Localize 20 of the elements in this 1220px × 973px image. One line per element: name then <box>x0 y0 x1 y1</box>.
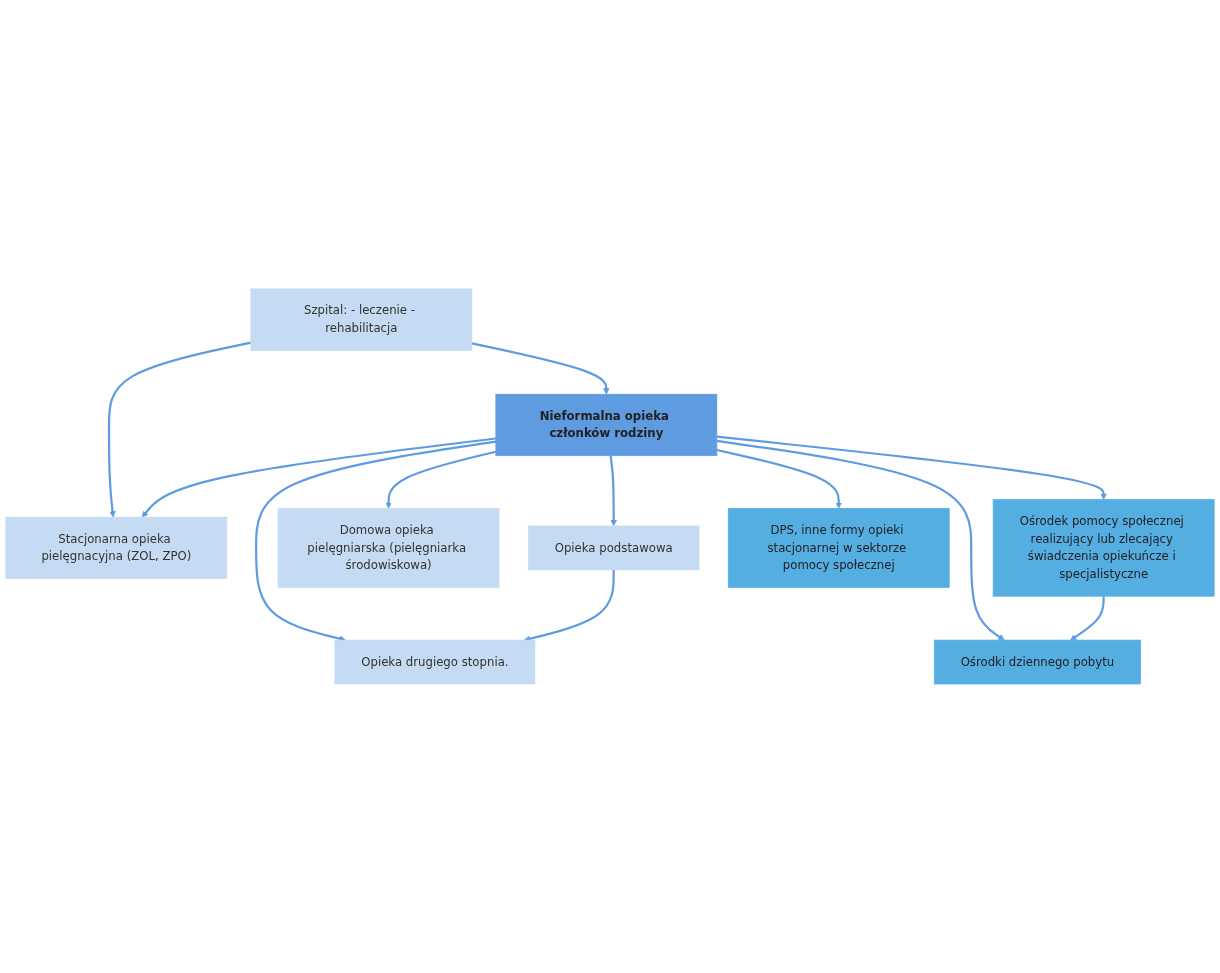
node-box: Opieka podstawowa <box>527 525 700 571</box>
arrow <box>471 342 610 395</box>
arrow <box>716 435 1107 500</box>
node-box: Ośrodki dziennego pobytu <box>933 639 1141 685</box>
arrow <box>107 341 252 518</box>
node-box: Domowa opieka pielęgniarska (pielęgniarka środowiskowa) <box>277 508 500 588</box>
arrow <box>1070 596 1105 641</box>
node-box: Szpital: - leczenie - rehabilitacja <box>250 288 473 351</box>
arrow <box>716 439 1005 641</box>
node-box: Ośrodek pomocy społecznej realizujący lub zlecający świadczenia opiekuńcze i specjalistyczne <box>992 499 1215 597</box>
node-box: Opieka drugiego stopnia. <box>334 639 536 685</box>
node-box: Nieformalna opieka członków rodziny <box>495 393 718 457</box>
arrow <box>385 450 497 509</box>
node-box: Stacjonarna opieka pielęgnacyjna (ZOL, ZPO) <box>5 516 228 580</box>
arrow <box>716 449 842 509</box>
arrow <box>141 437 496 518</box>
node-box: DPS, inne formy opieki stacjonarnej w sektorze pomocy społecznej <box>727 508 950 588</box>
arrow <box>255 440 496 642</box>
arrow <box>524 569 615 642</box>
arrow <box>609 455 617 527</box>
